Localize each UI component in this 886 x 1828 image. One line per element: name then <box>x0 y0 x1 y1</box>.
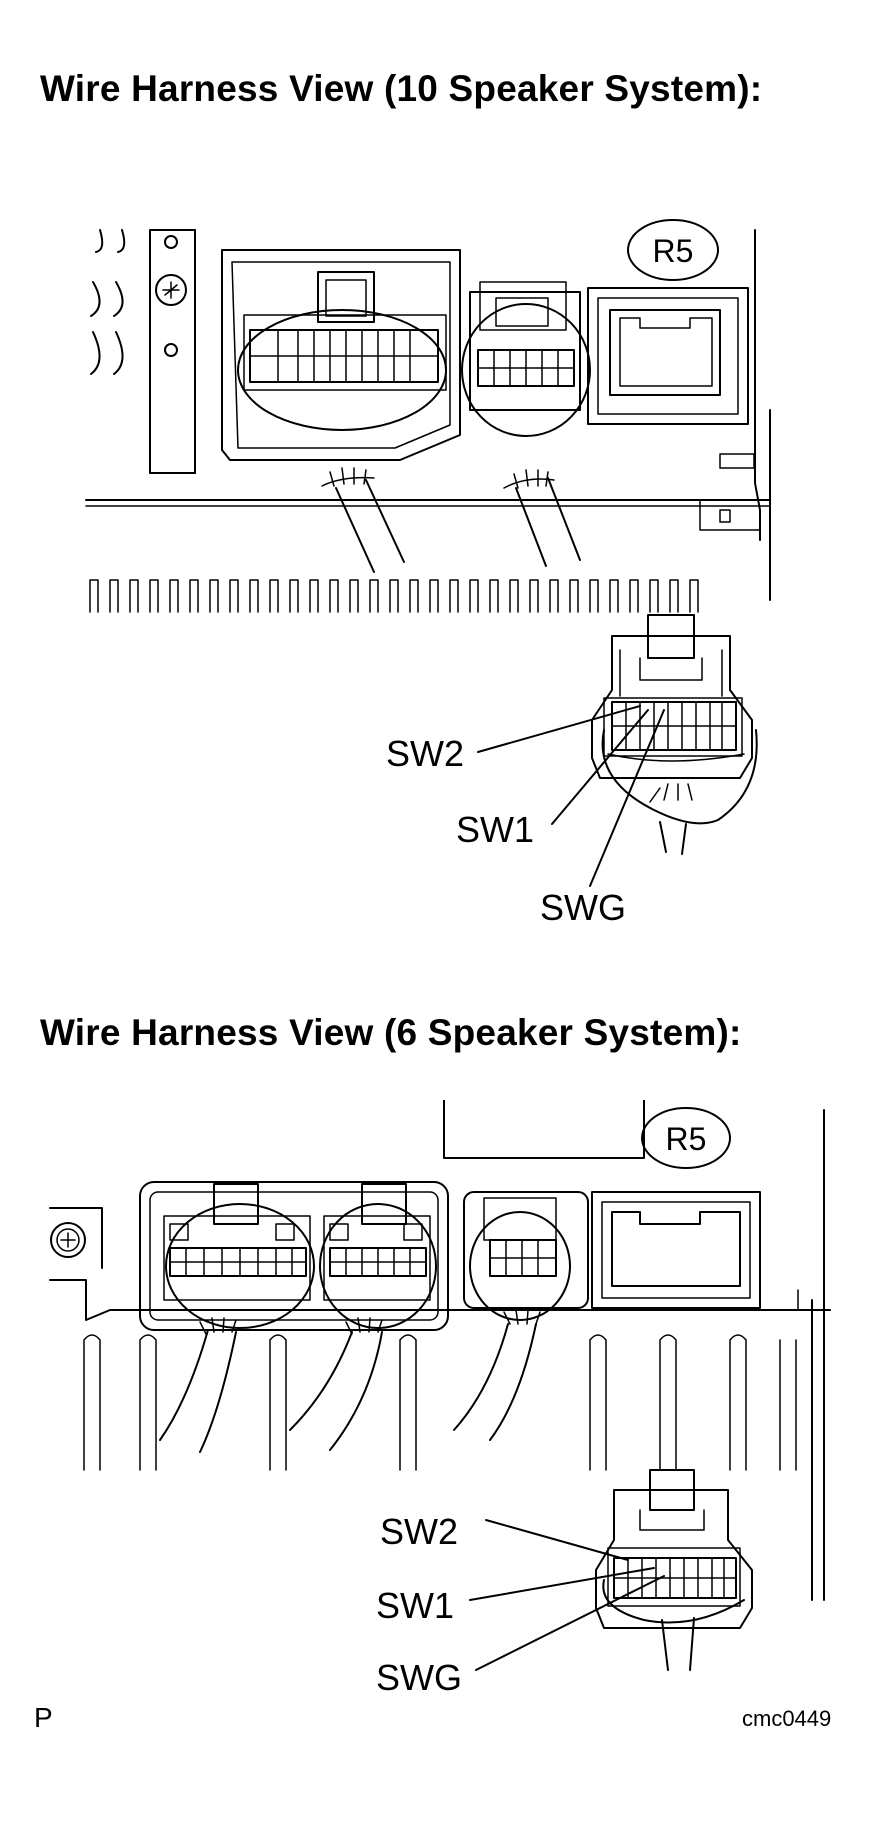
view-title-6-speaker: Wire Harness View (6 Speaker System): <box>40 1012 742 1053</box>
terminal-leader-lines <box>469 1519 665 1671</box>
heatsink-fins <box>89 579 699 613</box>
wire-harness-diagram-6-speaker: R5 <box>49 1100 831 1698</box>
connector-detached <box>595 1469 753 1671</box>
connector-large-left <box>221 249 461 461</box>
wire-harness-diagram-10-speaker: R5 SW2 SW1 SWG <box>85 219 771 928</box>
terminal-label-sw1: SW1 <box>376 1585 454 1626</box>
connector-detached <box>591 614 758 855</box>
connector-id-label: R5 <box>653 233 694 269</box>
connector-small-center <box>463 1191 589 1321</box>
connector-small-center <box>461 281 591 437</box>
unit-body-outline <box>49 1109 831 1601</box>
footer-left-mark: P <box>34 1702 53 1733</box>
connector-r5-receptacle <box>587 287 749 425</box>
terminal-label-sw2: SW2 <box>380 1511 458 1552</box>
unit-left-bracket <box>90 229 196 474</box>
heatsink-fins <box>83 1334 797 1471</box>
unit-top-bracket <box>443 1100 645 1159</box>
connector-id-callout: R5 <box>641 1107 731 1169</box>
figure-code: cmc0449 <box>742 1706 832 1731</box>
wire-bundles <box>159 1309 541 1453</box>
terminal-label-sw1: SW1 <box>456 809 534 850</box>
unit-body-outline <box>85 229 771 601</box>
wire-bundles <box>321 467 581 573</box>
terminal-leader-lines <box>477 705 665 887</box>
connector-id-callout: R5 <box>627 219 719 281</box>
connector-double-left <box>139 1181 449 1331</box>
screw-icon <box>50 1222 86 1258</box>
terminal-label-swg: SWG <box>376 1657 462 1698</box>
connector-r5-receptacle <box>591 1191 761 1309</box>
connector-id-label: R5 <box>666 1121 707 1157</box>
terminal-label-swg: SWG <box>540 887 626 928</box>
terminal-label-sw2: SW2 <box>386 733 464 774</box>
view-title-10-speaker: Wire Harness View (10 Speaker System): <box>40 68 763 109</box>
